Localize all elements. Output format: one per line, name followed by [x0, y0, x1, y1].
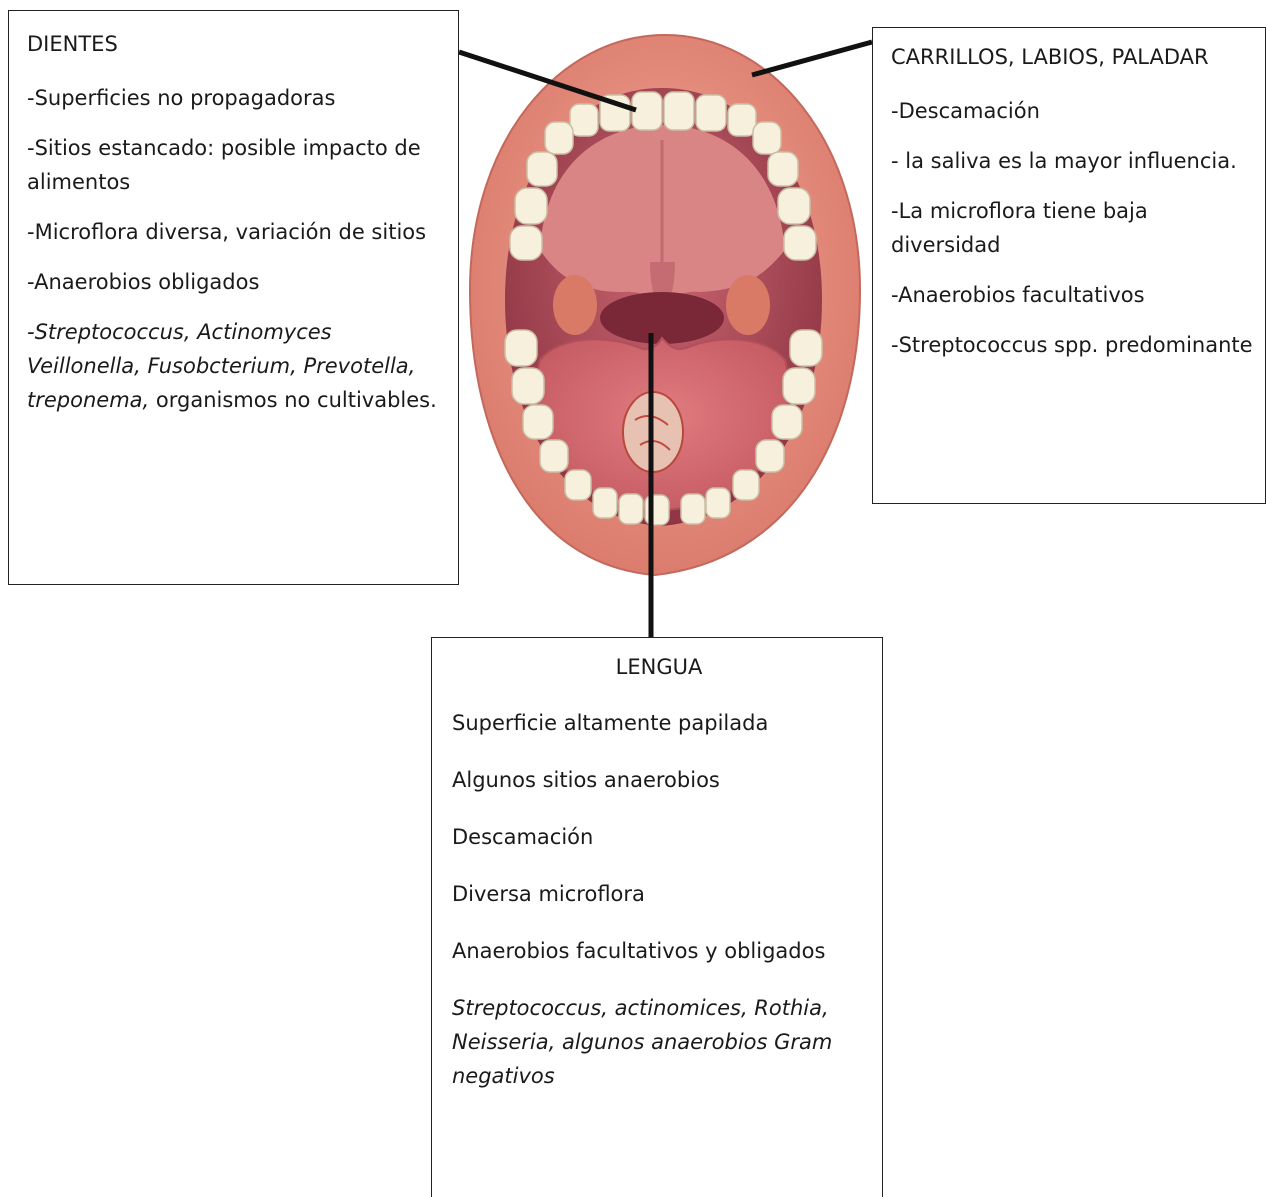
- lengua-item: Superficie altamente papilada: [452, 706, 866, 740]
- tonsil-right: [726, 275, 770, 335]
- lengua-item: Diversa microflora: [452, 877, 866, 911]
- tonsil-left: [553, 275, 597, 335]
- carrillos-item: -Streptococcus spp. predominante: [891, 328, 1255, 362]
- lengua-organisms: Streptococcus, actinomices, Rothia, Neis…: [452, 991, 866, 1093]
- dientes-item: -Sitios estancado: posible impacto de al…: [27, 131, 444, 199]
- dientes-box: DIENTES -Superficies no propagadoras -Si…: [8, 10, 459, 585]
- carrillos-item: -La microflora tiene baja diversidad: [891, 194, 1255, 262]
- lengua-item: Algunos sitios anaerobios: [452, 763, 866, 797]
- dientes-organisms-plain: organismos no cultivables.: [156, 388, 437, 412]
- dientes-item: -Anaerobios obligados: [27, 265, 444, 299]
- connector-carrillos: [752, 42, 872, 75]
- carrillos-title: CARRILLOS, LABIOS, PALADAR: [891, 40, 1255, 74]
- carrillos-item: - la saliva es la mayor influencia.: [891, 144, 1255, 178]
- lengua-item: Anaerobios facultativos y obligados: [452, 934, 866, 968]
- dientes-item: -Microflora diversa, variación de sitios: [27, 215, 444, 249]
- carrillos-box: CARRILLOS, LABIOS, PALADAR -Descamación …: [872, 27, 1266, 504]
- dientes-item: -Superficies no propagadoras: [27, 81, 444, 115]
- dientes-title: DIENTES: [27, 27, 444, 61]
- carrillos-item: -Descamación: [891, 94, 1255, 128]
- lengua-box: LENGUA Superficie altamente papilada Alg…: [431, 637, 883, 1197]
- dientes-organisms: -Streptococcus, Actinomyces Veillonella,…: [27, 315, 444, 417]
- carrillos-item: -Anaerobios facultativos: [891, 278, 1255, 312]
- lengua-item: Descamación: [452, 820, 866, 854]
- lengua-title: LENGUA: [452, 650, 866, 684]
